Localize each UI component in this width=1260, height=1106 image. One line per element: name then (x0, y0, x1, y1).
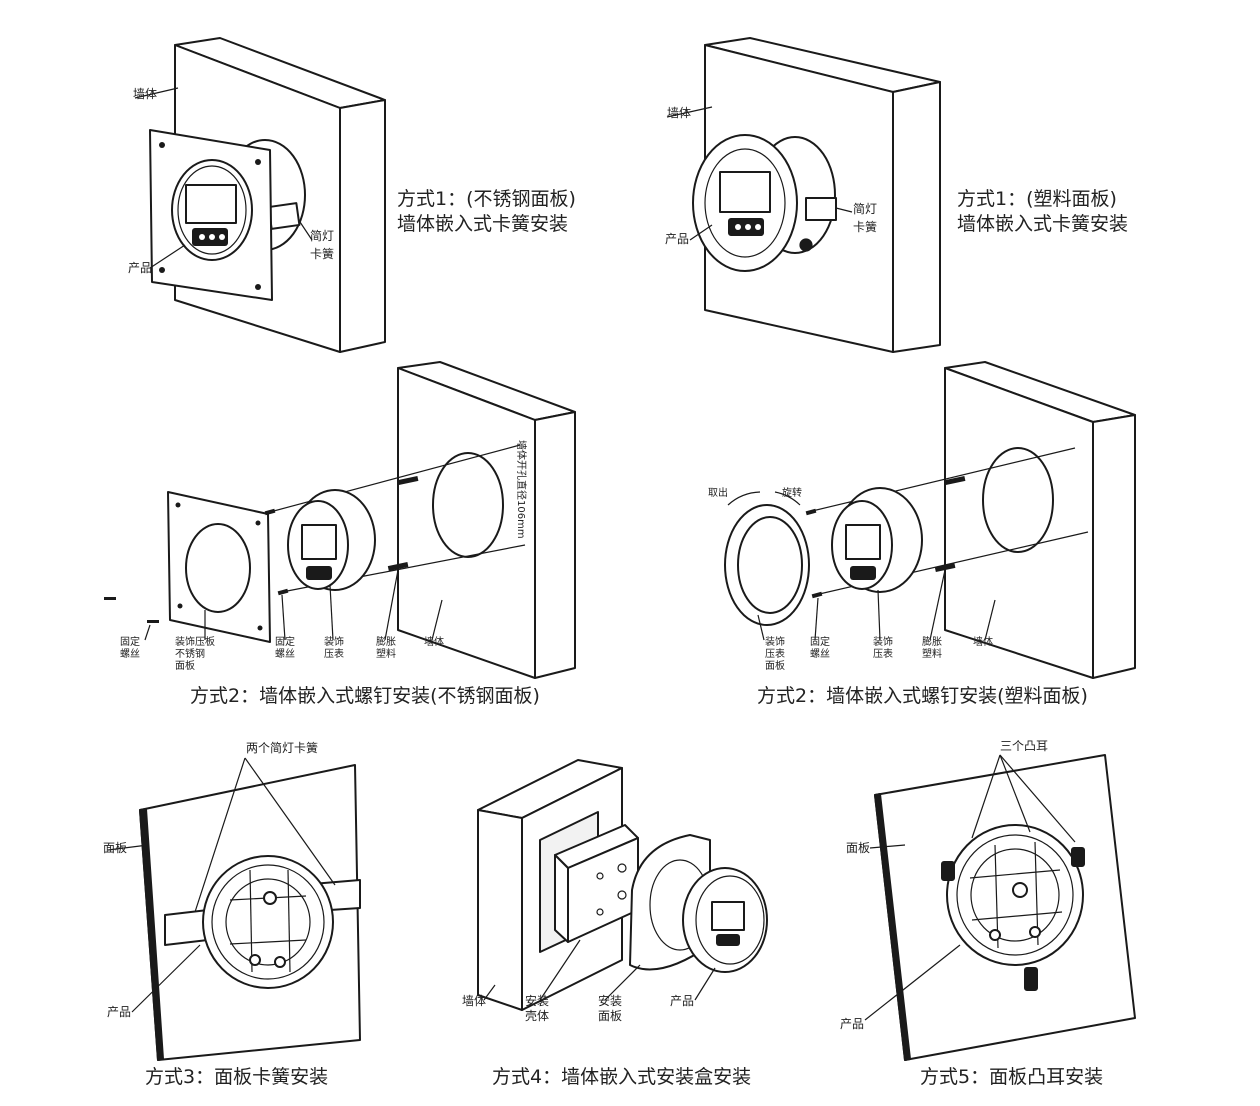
product-back-housing (946, 824, 1084, 966)
product (682, 867, 768, 973)
label-set-screw-1: 固定 (275, 635, 295, 648)
lug-ears (941, 847, 1085, 991)
caption-method2-plastic: 方式2：墙体嵌入式螺钉安装(塑料面板) (757, 685, 1088, 707)
panel-method1-plastic: 墙体 产品 简灯 卡簧 方式1：(塑料面板) 墙体嵌入式卡簧安装 (665, 37, 1128, 353)
label-body-1: 装饰 (873, 635, 893, 648)
caption-method1-stainless-line2: 墙体嵌入式卡簧安装 (397, 213, 568, 235)
screws (805, 475, 966, 599)
label-set-screw-2: 螺丝 (810, 648, 830, 660)
label-fix-screw-2: 螺丝 (120, 648, 140, 660)
screws (104, 475, 419, 623)
label-springs: 两个简灯卡簧 (246, 740, 318, 755)
label-ears: 三个凸耳 (1000, 739, 1048, 753)
label-set-screw-2: 螺丝 (275, 648, 295, 660)
label-plate-1: 装饰压板 (175, 635, 215, 648)
leader-lines (864, 754, 1076, 1021)
label-ring-2: 压表 (765, 647, 785, 660)
leader-spring (835, 207, 853, 213)
leader-lines (757, 569, 996, 641)
panel-method2-plastic: 取出 旋转 装饰 压表 面板 固定 螺丝 装饰 压表 膨胀 塑料 墙体 方式2：… (708, 361, 1136, 707)
caption-method5: 方式5：面板凸耳安装 (920, 1066, 1103, 1088)
leader-product (689, 224, 713, 241)
caption-method1-stainless-line1: 方式1：(不锈钢面板) (397, 188, 576, 210)
label-body-1: 装饰 (324, 635, 344, 648)
plastic-face-ring (692, 134, 798, 272)
leader-wall (134, 87, 179, 99)
label-body-2: 压表 (873, 647, 893, 660)
caption-method1-plastic-line2: 墙体嵌入式卡簧安装 (957, 213, 1128, 235)
label-ring-3: 面板 (765, 659, 785, 672)
stainless-face-plate (167, 491, 271, 643)
label-product: 产品 (670, 994, 694, 1008)
wall-block (944, 361, 1136, 679)
label-out: 取出 (708, 486, 728, 499)
label-plate-1: 安装 (598, 993, 622, 1008)
leader-lines (483, 939, 716, 1001)
label-spring-1: 简灯 (853, 202, 877, 216)
caption-method1-plastic-line1: 方式1：(塑料面板) (957, 188, 1117, 210)
label-product: 产品 (840, 1017, 864, 1031)
leader-product (149, 244, 186, 269)
product-body (831, 487, 923, 593)
label-wall: 墙体 (462, 994, 486, 1008)
label-wall: 墙体 (133, 87, 157, 101)
label-plate-2: 不锈钢 (175, 647, 205, 660)
leader-wall (666, 106, 713, 118)
label-box-1: 安装 (525, 993, 549, 1008)
label-spring-2: 卡簧 (310, 246, 334, 261)
label-wall: 墙体 (667, 106, 691, 120)
label-body-2: 压表 (324, 647, 344, 660)
rotation-arrows (727, 491, 801, 506)
caption-method3: 方式3：面板卡簧安装 (145, 1066, 328, 1088)
label-anchor-1: 膨胀 (922, 635, 942, 648)
label-panel: 面板 (103, 841, 127, 855)
label-plate-2: 面板 (598, 1009, 622, 1023)
label-turn: 旋转 (782, 486, 802, 499)
label-plate-3: 面板 (175, 659, 195, 672)
label-anchor-2: 塑料 (922, 647, 942, 660)
label-product: 产品 (665, 232, 689, 246)
wall-block (397, 361, 576, 679)
label-set-screw-1: 固定 (810, 635, 830, 648)
panel-method3: 两个简灯卡簧 面板 产品 方式3：面板卡簧安装 (103, 740, 361, 1088)
panel-method2-stainless: 固定 螺丝 装饰压板 不锈钢 面板 固定 螺丝 装饰 压表 膨胀 塑料 墙体 墙… (104, 361, 576, 707)
leader-spring (299, 221, 313, 241)
label-fix-screw-1: 固定 (120, 635, 140, 648)
meter-face (171, 159, 253, 261)
label-product: 产品 (128, 261, 152, 275)
product-back-housing (202, 855, 334, 989)
label-box-2: 壳体 (525, 1009, 549, 1023)
label-anchor-2: 塑料 (376, 647, 396, 660)
leader-lines (144, 569, 443, 641)
caption-method4: 方式4：墙体嵌入式安装盒安装 (492, 1066, 751, 1088)
label-wall: 墙体 (973, 635, 993, 648)
panel-method5: 三个凸耳 面板 产品 方式5：面板凸耳安装 (840, 739, 1136, 1088)
installation-box (554, 824, 639, 943)
label-spring-1: 简灯 (310, 229, 334, 243)
plastic-face-ring (724, 504, 810, 626)
label-hole-diameter: 墙体开孔直径106mm (515, 440, 528, 539)
leader-lines (107, 757, 336, 1013)
label-panel: 面板 (846, 841, 870, 855)
panel-method4: 墙体 安装 壳体 安装 面板 产品 方式4：墙体嵌入式安装盒安装 (462, 759, 768, 1088)
label-product: 产品 (107, 1005, 131, 1019)
product-body (287, 489, 376, 591)
panel-method1-stainless: 墙体 产品 简灯 卡簧 方式1：(不锈钢面板) 墙体嵌入式卡簧安装 (128, 37, 576, 353)
label-anchor-1: 膨胀 (376, 635, 396, 648)
caption-method2-stainless: 方式2：墙体嵌入式螺钉安装(不锈钢面板) (190, 685, 540, 707)
label-ring-1: 装饰 (765, 635, 785, 648)
label-spring-2: 卡簧 (853, 219, 877, 234)
label-wall: 墙体 (424, 635, 444, 648)
